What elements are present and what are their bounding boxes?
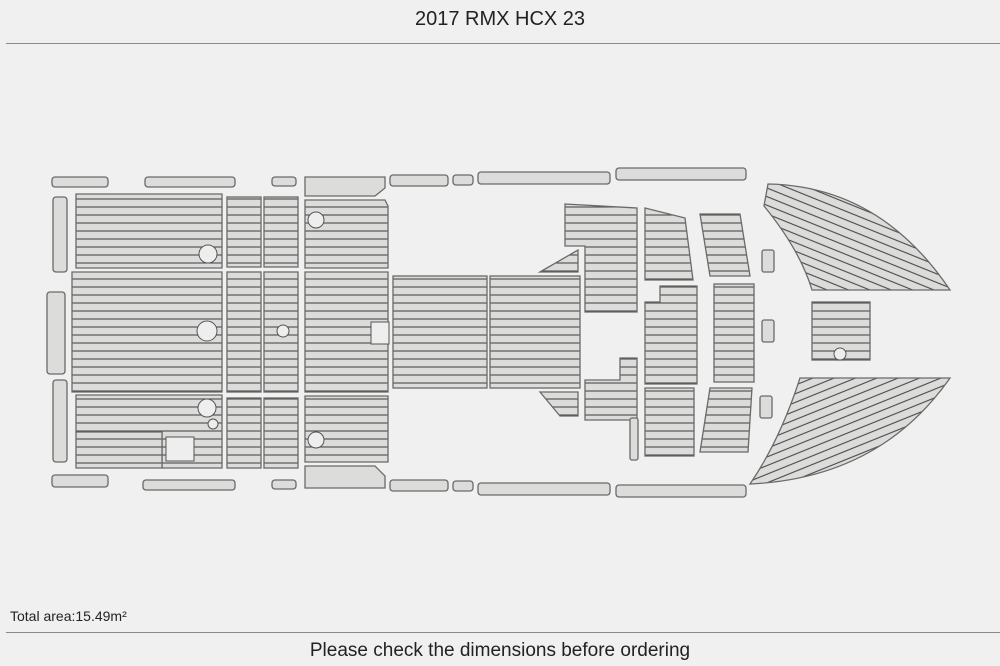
bow-pads [748,183,952,485]
middle-narrow-pads [226,196,299,469]
bottom-trim-strips [51,465,747,498]
center-left-pads [304,199,390,463]
aft-left-pads [71,193,223,469]
top-trim-strips [51,167,747,197]
helm-console-pads [564,203,755,461]
title-divider [6,43,1000,44]
footer-divider [6,632,1000,633]
center-floor-pads [392,248,581,417]
left-edge-strips [46,196,68,463]
total-area-label: Total area:15.49m² [10,608,127,624]
hatch-small-pads [759,249,775,419]
footer-note: Please check the dimensions before order… [309,640,691,661]
diagram-title: 2017 RMX HCX 23 [414,8,586,30]
